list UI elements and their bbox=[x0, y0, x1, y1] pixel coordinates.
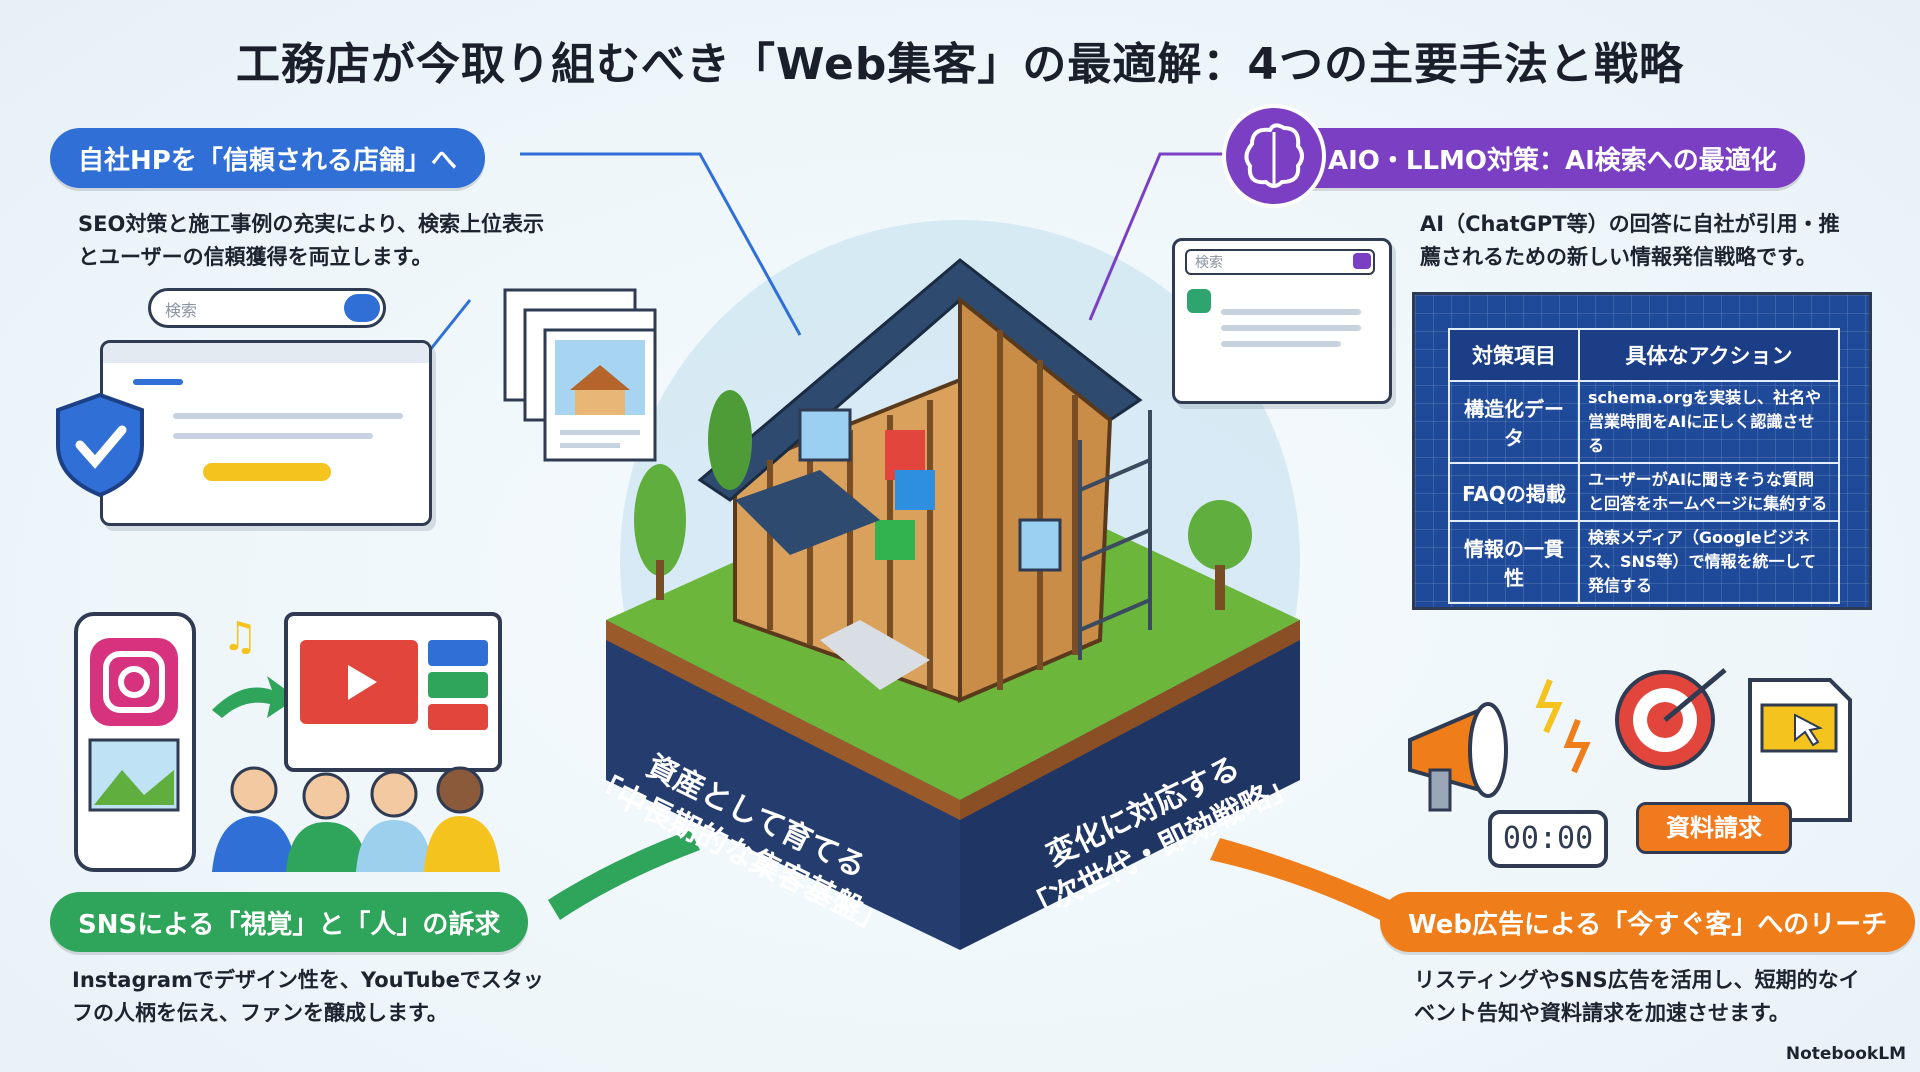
search-icon[interactable] bbox=[344, 294, 380, 322]
colored-block-green bbox=[875, 520, 915, 560]
ads-heading-text: Web広告による「今すぐ客」へのリーチ bbox=[1408, 909, 1888, 940]
hp-heading-text: 自社HPを「信頼される店舗」へ bbox=[78, 145, 457, 176]
table-cell-item: 構造化データ bbox=[1448, 380, 1580, 464]
ads-description: リスティングやSNS広告を活用し、短期的なイ ベント告知や資料請求を加速させます… bbox=[1414, 964, 1860, 1030]
soil-strip-right bbox=[960, 620, 1300, 820]
ads-heading: Web広告による「今すぐ客」へのリーチ bbox=[1380, 892, 1916, 952]
hp-description: SEO対策と施工事例の充実により、検索上位表示 とユーザーの信頼獲得を両立します… bbox=[78, 208, 544, 274]
chat-line bbox=[1221, 309, 1361, 315]
ads-illustration bbox=[1408, 668, 1852, 822]
porch-roof bbox=[735, 470, 880, 555]
sns-illustration: ♫ bbox=[74, 612, 502, 872]
table-cell-action: schema.orgを実装し、社名や営業時間をAIに正しく認識させる bbox=[1578, 380, 1840, 464]
hp-connector-2 bbox=[428, 299, 472, 351]
photo-gallery-icon bbox=[503, 288, 657, 462]
ads-description-line2: ベント告知や資料請求を加速させます。 bbox=[1414, 1001, 1790, 1025]
aio-connector bbox=[1088, 152, 1240, 321]
scaffolding bbox=[1078, 410, 1152, 660]
aio-search-bar[interactable]: 検索 bbox=[1185, 249, 1375, 275]
hp-browser-window bbox=[100, 340, 432, 526]
shield-check-icon bbox=[56, 392, 144, 498]
hp-heading: 自社HPを「信頼される店舗」へ bbox=[50, 128, 485, 188]
block-left-face bbox=[606, 620, 960, 950]
aio-strategy-table: 対策項目 具体なアクション 構造化データ schema.orgを実装し、社名や営… bbox=[1448, 328, 1840, 604]
lightning-icon-2 bbox=[1563, 718, 1591, 774]
chat-line bbox=[1221, 341, 1341, 347]
share-arrow-icon bbox=[212, 676, 297, 718]
aio-description: AI（ChatGPT等）の回答に自社が引用・推 薦されるための新しい情報発信戦略… bbox=[1420, 208, 1840, 274]
aio-heading-text: AIO・LLMO対策：AI検索への最適化 bbox=[1328, 145, 1777, 176]
cta-bar bbox=[203, 463, 331, 481]
house-window bbox=[798, 408, 852, 462]
house-window-2 bbox=[1018, 518, 1062, 572]
lightning-icon bbox=[1535, 678, 1563, 734]
ai-brain-icon bbox=[1222, 104, 1326, 208]
colored-block-blue bbox=[895, 470, 935, 510]
hp-connector bbox=[520, 152, 802, 336]
ai-chat-window: 検索 bbox=[1172, 238, 1392, 404]
sns-heading-text: SNSによる「視覚」と「人」の訴求 bbox=[78, 909, 501, 940]
chatgpt-icon bbox=[1187, 289, 1211, 313]
table-cell-action: ユーザーがAIに聞きそうな質問と回答をホームページに集約する bbox=[1578, 462, 1840, 522]
music-note-icon: ♫ bbox=[222, 614, 258, 660]
megaphone-icon bbox=[1408, 702, 1508, 812]
sns-description: Instagramでデザイン性を、YouTubeでスタッ フの人柄を伝え、ファン… bbox=[72, 964, 544, 1030]
page-title: 工務店が今取り組むべき「Web集客」の最適解：4つの主要手法と戦略 bbox=[236, 39, 1684, 90]
hp-search-bar[interactable]: 検索 bbox=[148, 288, 386, 328]
hp-description-line1: SEO対策と施工事例の充実により、検索上位表示 bbox=[78, 212, 545, 236]
tree bbox=[634, 464, 686, 576]
aio-search-placeholder: 検索 bbox=[1195, 255, 1223, 271]
table-row: FAQの掲載 ユーザーがAIに聞きそうな質問と回答をホームページに集約する bbox=[1448, 462, 1840, 522]
table-header-item: 対策項目 bbox=[1448, 328, 1580, 382]
sns-description-line1: Instagramでデザイン性を、YouTubeでスタッ bbox=[72, 968, 544, 992]
table-header-row: 対策項目 具体なアクション bbox=[1448, 328, 1840, 382]
browser-line bbox=[173, 433, 373, 439]
table-row: 構造化データ schema.orgを実装し、社名や営業時間をAIに正しく認識させ… bbox=[1448, 380, 1840, 464]
ads-swoosh bbox=[1210, 838, 1390, 920]
sns-swoosh bbox=[548, 830, 700, 920]
browser-logo-bar bbox=[133, 379, 183, 385]
sns-heading: SNSによる「視覚」と「人」の訴求 bbox=[50, 892, 529, 952]
soil-strip-left bbox=[606, 620, 960, 820]
sns-description-line2: フの人柄を伝え、ファンを醸成します。 bbox=[72, 1001, 448, 1025]
table-cell-item: 情報の一貫性 bbox=[1448, 520, 1580, 604]
stone-path bbox=[820, 620, 930, 690]
browser-toolbar bbox=[103, 343, 429, 363]
table-header-action: 具体なアクション bbox=[1578, 328, 1840, 382]
countdown-timer: 00:00 bbox=[1488, 810, 1608, 868]
ads-description-line1: リスティングやSNS広告を活用し、短期的なイ bbox=[1414, 968, 1860, 992]
notebooklm-branding: NotebookLM bbox=[1785, 1044, 1906, 1064]
browser-line bbox=[173, 413, 403, 419]
table-cell-item: FAQの掲載 bbox=[1448, 462, 1580, 522]
request-documents-button[interactable]: 資料請求 bbox=[1636, 802, 1792, 854]
tree-3 bbox=[1188, 500, 1252, 570]
document-icon bbox=[1748, 678, 1852, 822]
hp-description-line2: とユーザーの信頼獲得を両立します。 bbox=[78, 245, 433, 269]
chat-line bbox=[1221, 325, 1361, 331]
search-icon[interactable] bbox=[1353, 253, 1371, 269]
target-icon bbox=[1615, 668, 1727, 770]
table-cell-action: 検索メディア（Googleビジネス、SNS等）で情報を統一して発信する bbox=[1578, 520, 1840, 604]
table-row: 情報の一貫性 検索メディア（Googleビジネス、SNS等）で情報を統一して発信… bbox=[1448, 520, 1840, 604]
staff-people-icon bbox=[212, 766, 500, 872]
hp-search-placeholder: 検索 bbox=[165, 301, 198, 320]
tree-2 bbox=[708, 390, 752, 490]
aio-description-line1: AI（ChatGPT等）の回答に自社が引用・推 bbox=[1420, 212, 1840, 236]
block-right-face bbox=[960, 620, 1300, 950]
aio-description-line2: 薦されるための新しい情報発信戦略です。 bbox=[1420, 245, 1817, 269]
